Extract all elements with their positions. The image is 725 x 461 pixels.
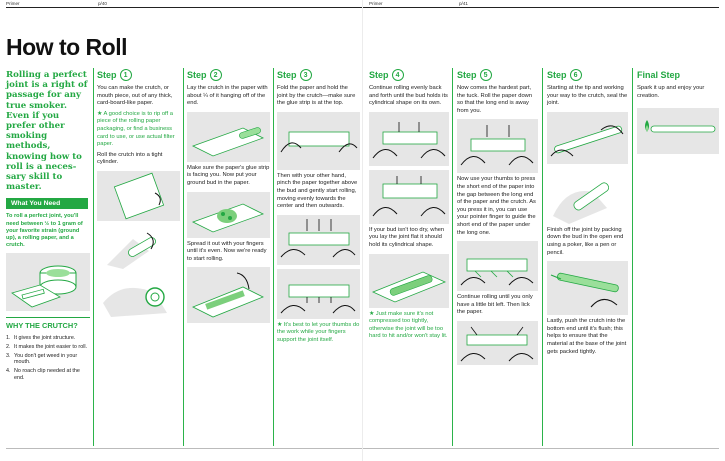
- folio-page-left: p/40: [98, 1, 107, 6]
- list-item: 1.It gives the joint structure.: [6, 335, 76, 342]
- step-5-text-3: Continue rolling until you only have a l…: [457, 294, 533, 316]
- final-step-column: Final Step Spark it up and enjoy your cr…: [637, 68, 719, 155]
- step-3-illustration-a: [277, 111, 360, 170]
- folio-section-left: Primer: [6, 1, 20, 6]
- step-2-text-2: Make sure the paper's glue strip is faci…: [187, 164, 270, 186]
- page-gutter: [362, 0, 363, 461]
- step-5-illustration-a: [457, 119, 538, 174]
- step-6-illustration-b: [547, 167, 628, 224]
- step-2-illustration-c: [187, 267, 270, 324]
- intro-text: Rolling a perfect joint is a right of pa…: [6, 70, 88, 193]
- step-5-text: Now comes the hardest part, the tuck. Ro…: [457, 85, 533, 114]
- step-1-illustration-a: [97, 170, 180, 221]
- step-1-text: You can make the crutch, or mouth piece,…: [97, 85, 173, 107]
- step-2-illustration-b: [187, 191, 270, 238]
- step-3-note: ★ It's best to let your thumbs do the wo…: [277, 321, 360, 343]
- what-you-need-heading: What You Need: [6, 198, 88, 210]
- final-step-illustration: [637, 108, 719, 155]
- step-5-illustration-b: [457, 241, 538, 292]
- step-2-text: Lay the crutch in the paper with about ¼…: [187, 85, 268, 107]
- bottom-rule-right: [363, 448, 719, 449]
- folio-page-right: p/41: [459, 1, 468, 6]
- left-page: Primer p/40 How to Roll Rolling a perfec…: [0, 0, 362, 461]
- step-2-text-3: Spread it out with your fingers until it…: [187, 240, 267, 262]
- top-rule-left: [6, 7, 362, 8]
- step-4-text: Continue rolling evenly back and forth u…: [369, 85, 448, 107]
- supplies-illustration: [6, 253, 90, 312]
- column-divider: [452, 68, 453, 446]
- step-3-text-2: Then with your other hand, pinch the pap…: [277, 172, 358, 210]
- what-you-need-text: To roll a perfect joint, you'll need bet…: [6, 213, 83, 249]
- bottom-rule-left: [6, 448, 362, 449]
- list-item: 3.You don't get weed in your mouth.: [6, 352, 78, 366]
- intro-column: Rolling a perfect joint is a right of pa…: [6, 70, 90, 384]
- column-divider: [542, 68, 543, 446]
- step-4-illustration-b: [369, 169, 449, 224]
- step-6-text-2: Finish off the joint by packing down the…: [547, 226, 624, 256]
- step-1-illustration-b: [97, 224, 180, 269]
- step-3-illustration-c: [277, 268, 360, 319]
- folio-section-right: Primer: [369, 1, 383, 6]
- final-step-heading: Final Step: [637, 70, 681, 80]
- flame-icon: [645, 120, 649, 133]
- column-divider: [273, 68, 274, 446]
- step-5-text-2: Now use your thumbs to press the short e…: [457, 176, 536, 236]
- column-divider: [93, 68, 94, 446]
- final-step-text: Spark it up and enjoy your creation.: [637, 85, 705, 99]
- step-6-text-3: Lastly, push the crutch into the bottom …: [547, 318, 627, 355]
- step-3-text: Fold the paper and hold the joint by the…: [277, 85, 356, 107]
- why-divider: [6, 317, 90, 319]
- step-1-illustration-c: [97, 272, 180, 317]
- page-title: How to Roll: [6, 34, 127, 60]
- step-4-text-2: If your bud isn't too dry, when you lay …: [369, 226, 445, 248]
- grinder-icon: [11, 265, 77, 308]
- step-6-illustration-c: [547, 261, 628, 316]
- top-rule-right: [363, 7, 719, 8]
- step-5-illustration-c: [457, 320, 538, 365]
- step-6-illustration-a: [547, 111, 628, 164]
- step-4-note: ★ Just make sure it's not compressed too…: [369, 310, 448, 340]
- step-2-illustration-a: [187, 111, 270, 162]
- column-divider: [183, 68, 184, 446]
- step-1-text-2: Roll the crutch into a tight cylinder.: [97, 151, 163, 166]
- step-4-illustration-c: [369, 253, 449, 308]
- column-divider: [632, 68, 633, 446]
- why-crutch-list: 1.It gives the joint structure. 2.It mak…: [6, 335, 90, 382]
- step-1-note: ★ A good choice is to rip off a piece of…: [97, 110, 175, 148]
- step-4-illustration-a: [369, 111, 449, 166]
- list-item: 4.No roach clip needed at the end.: [6, 368, 80, 382]
- list-item: 2.It makes the joint easier to roll.: [6, 343, 88, 350]
- step-3-illustration-b: [277, 214, 360, 265]
- step-6-text: Starting at the tip and working your way…: [547, 85, 628, 107]
- why-crutch-heading: WHY THE CRUTCH?: [6, 321, 78, 331]
